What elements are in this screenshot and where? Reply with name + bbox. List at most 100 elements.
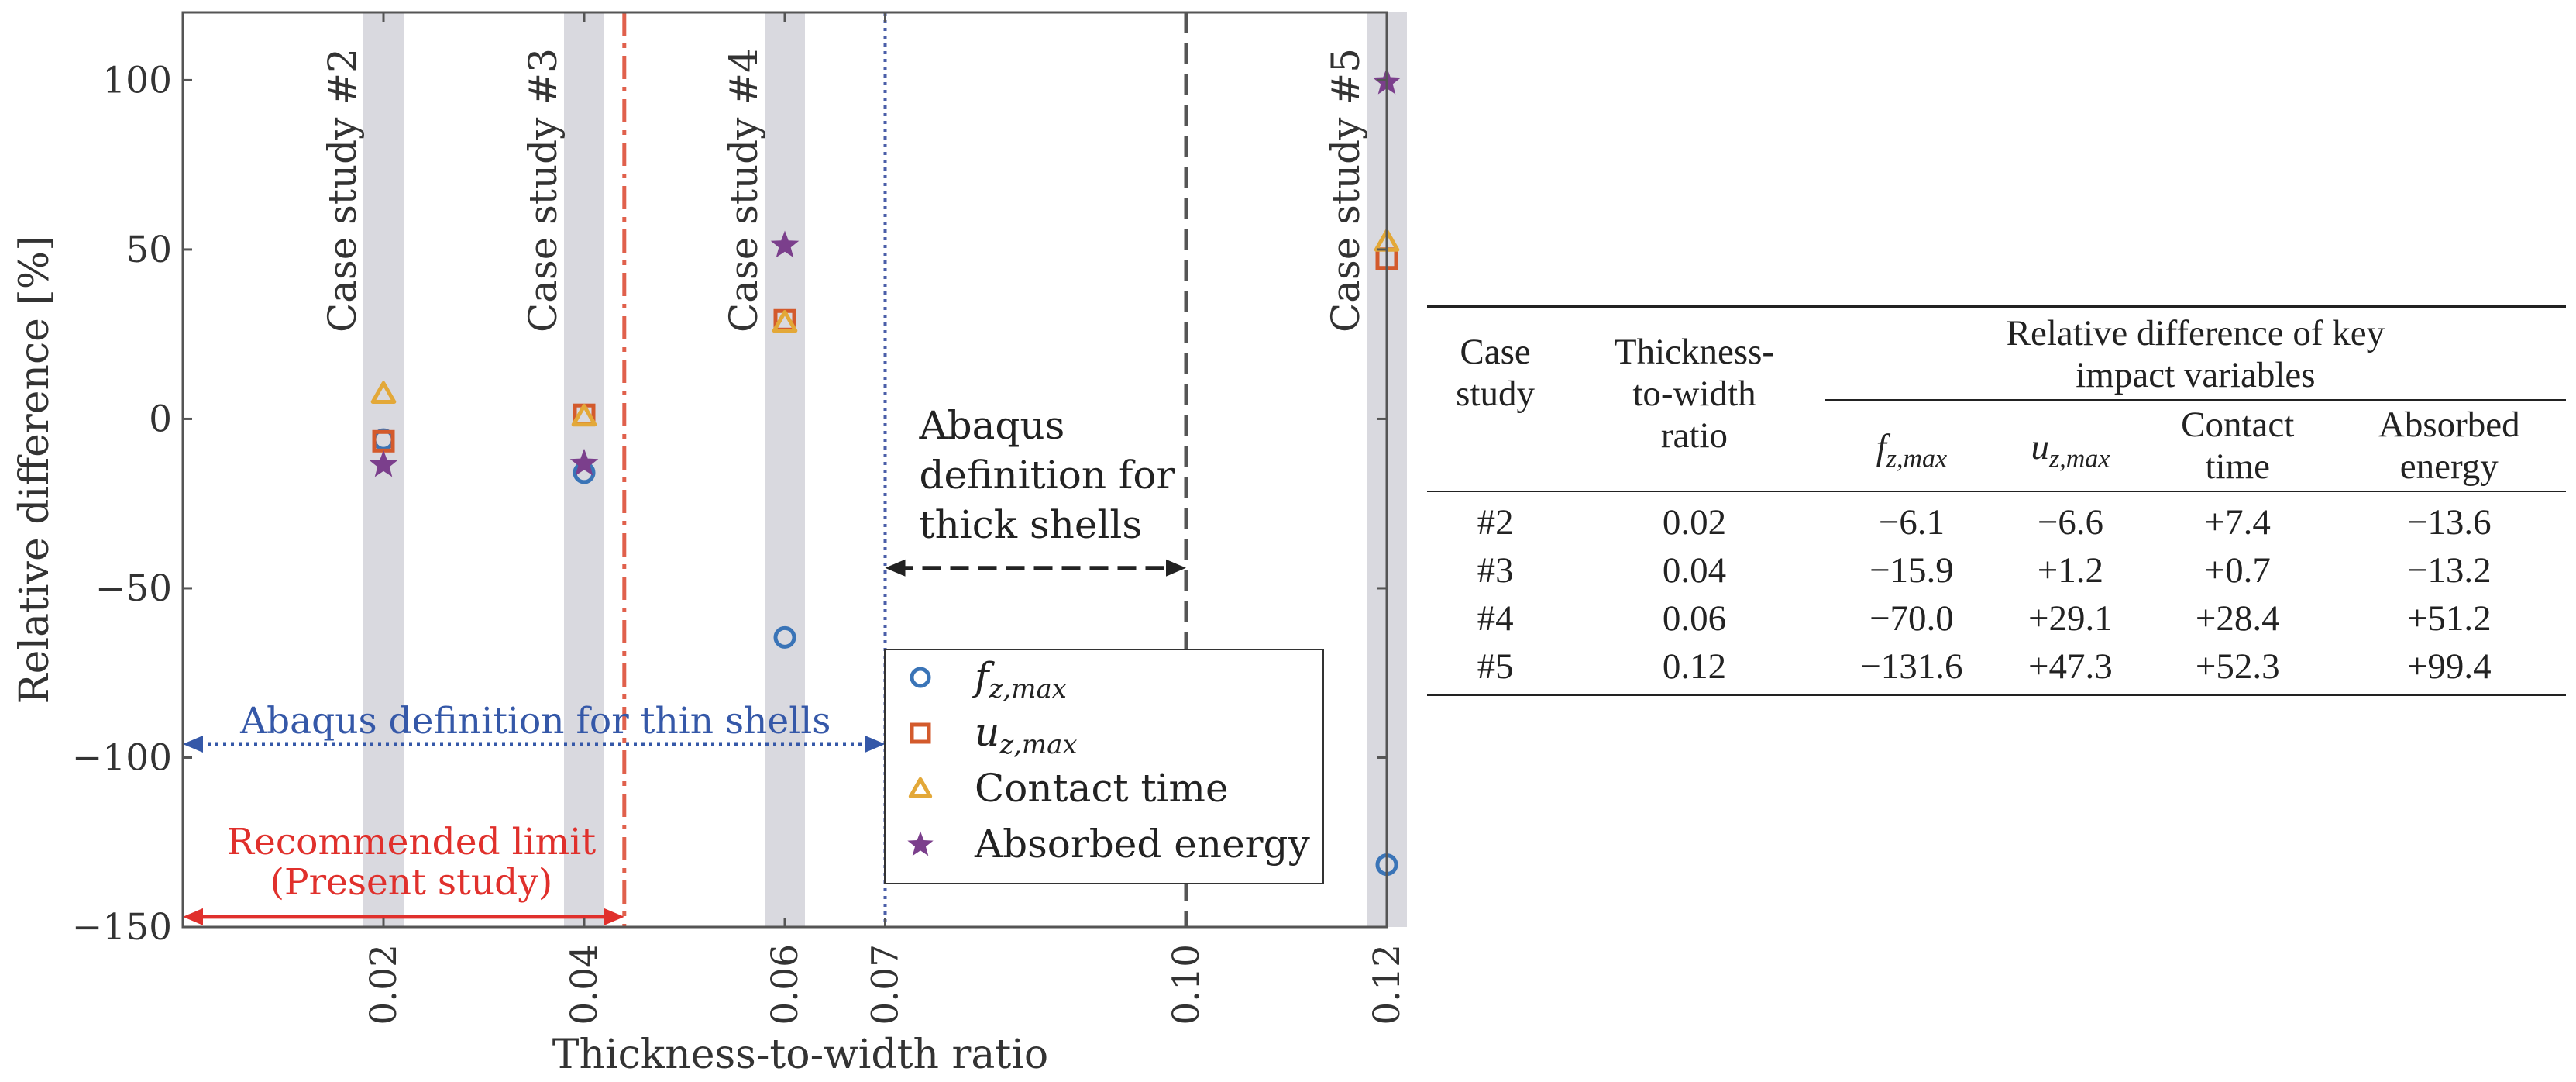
cell-u: +1.2 <box>2037 550 2104 591</box>
cell-absorbed: −13.2 <box>2406 550 2492 591</box>
cell-absorbed: −13.6 <box>2406 502 2492 543</box>
cell-contact: +0.7 <box>2204 550 2271 591</box>
table-row: #4 0.06 −70.0 +29.1 +28.4 +51.2 <box>1427 594 2566 643</box>
cell-absorbed: +99.4 <box>2406 646 2492 687</box>
annotations: Abaqus definition for thin shellsAbaqusd… <box>183 403 1186 925</box>
recommended-limit-label: Recommended limit <box>227 821 597 863</box>
header-text: Case <box>1460 332 1531 372</box>
header-absorbed: Absorbed energy <box>2333 400 2566 491</box>
x-axis-label: Thickness-to-width ratio <box>552 1032 1048 1078</box>
legend-entry-main: u <box>975 710 999 755</box>
header-u: uz,max <box>1998 400 2143 491</box>
legend-star-icon <box>907 831 934 856</box>
header-text: time <box>2205 446 2270 487</box>
cell-ratio: 0.02 <box>1662 502 1727 543</box>
y-tick-label: 100 <box>102 59 172 102</box>
data-point-star <box>569 448 599 476</box>
table-row: #5 0.12 −131.6 +47.3 +52.3 +99.4 <box>1427 643 2566 695</box>
header-subscript: z,max <box>2048 444 2110 473</box>
cell-case: #4 <box>1477 598 1514 639</box>
header-text: energy <box>2399 446 2499 487</box>
x-tick-label: 0.07 <box>865 944 907 1025</box>
recommended-limit-arrow-head <box>604 908 624 925</box>
header-subscript: z,max <box>1886 444 1948 473</box>
header-group: Relative difference of key impact variab… <box>1825 306 2566 401</box>
data-point-triangle <box>772 310 798 333</box>
thin-shell-label: Abaqus definition for thin shells <box>239 700 831 743</box>
cell-absorbed: +51.2 <box>2406 598 2492 639</box>
table-row: #3 0.04 −15.9 +1.2 +0.7 −13.2 <box>1427 546 2566 594</box>
header-text: Relative difference of key <box>2006 313 2385 353</box>
band-label: Case study #5 <box>1323 48 1368 333</box>
data-points <box>369 67 1401 877</box>
x-tick-label: 0.04 <box>563 944 606 1025</box>
cell-ratio: 0.12 <box>1662 646 1727 687</box>
header-ratio: Thickness- to-width ratio <box>1563 307 1825 492</box>
scatter-chart: Case study #2 Case study #3 Case study #4 C… <box>12 11 1408 1078</box>
x-tick-label: 0.06 <box>764 944 807 1025</box>
header-text: Contact <box>2181 405 2295 445</box>
header-text: f <box>1876 426 1886 467</box>
y-tick-label: −150 <box>72 906 172 949</box>
y-tick-label: 0 <box>149 398 172 440</box>
cell-ratio: 0.04 <box>1662 550 1727 591</box>
cell-contact: +7.4 <box>2204 502 2271 543</box>
legend-triangle-icon <box>908 777 933 798</box>
data-point-circle <box>773 625 796 649</box>
thick-shell-label: Abaqus <box>919 403 1065 448</box>
legend-entry: uz,max <box>975 710 1078 760</box>
cell-f: −6.1 <box>1878 502 1945 543</box>
header-text: study <box>1456 374 1535 414</box>
thin-shell-arrow-head <box>865 736 886 753</box>
data-point-triangle <box>571 404 597 427</box>
data-point-star <box>770 230 800 258</box>
cell-case: #2 <box>1477 502 1514 543</box>
header-contact: Contact time <box>2143 400 2333 491</box>
table-row: #2 0.02 −6.1 −6.6 +7.4 −13.6 <box>1427 491 2566 546</box>
case-study-bands: Case study #2 Case study #3 Case study #4 C… <box>320 12 1407 927</box>
header-text: Thickness- <box>1614 332 1775 372</box>
band-label: Case study #2 <box>320 48 365 333</box>
header-case-study: Case study <box>1427 307 1563 492</box>
results-table-container: Case study Thickness- to-width ratio Rel… <box>1427 305 2566 696</box>
legend-entry: fz,max <box>972 654 1067 705</box>
results-table: Case study Thickness- to-width ratio Rel… <box>1427 305 2566 696</box>
cell-ratio: 0.06 <box>1662 598 1727 639</box>
cell-u: −6.6 <box>2037 502 2104 543</box>
y-tick-label: −100 <box>72 736 172 779</box>
legend-entry: Absorbed energy <box>974 822 1311 867</box>
band-label: Case study #3 <box>521 48 566 333</box>
recommended-limit-arrow-head <box>183 908 203 925</box>
cell-case: #5 <box>1477 646 1514 687</box>
header-text: impact variables <box>2076 355 2316 395</box>
cell-f: −70.0 <box>1869 598 1954 639</box>
x-tick-label: 0.02 <box>363 944 405 1025</box>
legend-circle-icon <box>910 667 931 688</box>
cell-f: −15.9 <box>1869 550 1954 591</box>
thick-shell-arrow-head <box>885 559 906 577</box>
data-point-star <box>369 450 398 477</box>
table-header-row: Case study Thickness- to-width ratio Rel… <box>1427 306 2566 456</box>
header-f: fz,max <box>1825 400 1998 491</box>
y-axis-label: Relative difference [%] <box>12 236 58 705</box>
legend-entry-subscript: z,max <box>999 729 1077 760</box>
cell-f: −131.6 <box>1860 646 1963 687</box>
legend-square-icon <box>910 722 931 744</box>
header-text: ratio <box>1660 415 1728 456</box>
case-study-band <box>765 12 805 927</box>
header-text: u <box>2031 426 2049 467</box>
legend-entry-subscript: z,max <box>989 674 1067 705</box>
thin-shell-arrow-head <box>183 736 203 753</box>
header-text: Absorbed <box>2378 405 2520 445</box>
legend-box <box>884 649 1324 884</box>
table-subheader-row: fz,max uz,max Contact time Absorbed ener… <box>1427 400 2566 491</box>
legend-entry: Contact time <box>975 766 1229 811</box>
band-label: Case study #4 <box>721 48 766 333</box>
header-text: to-width <box>1632 374 1756 414</box>
x-tick-label: 0.12 <box>1366 944 1408 1025</box>
x-tick-label: 0.10 <box>1165 944 1208 1025</box>
recommended-limit-label: (Present study) <box>270 861 553 904</box>
data-point-triangle <box>370 381 397 404</box>
